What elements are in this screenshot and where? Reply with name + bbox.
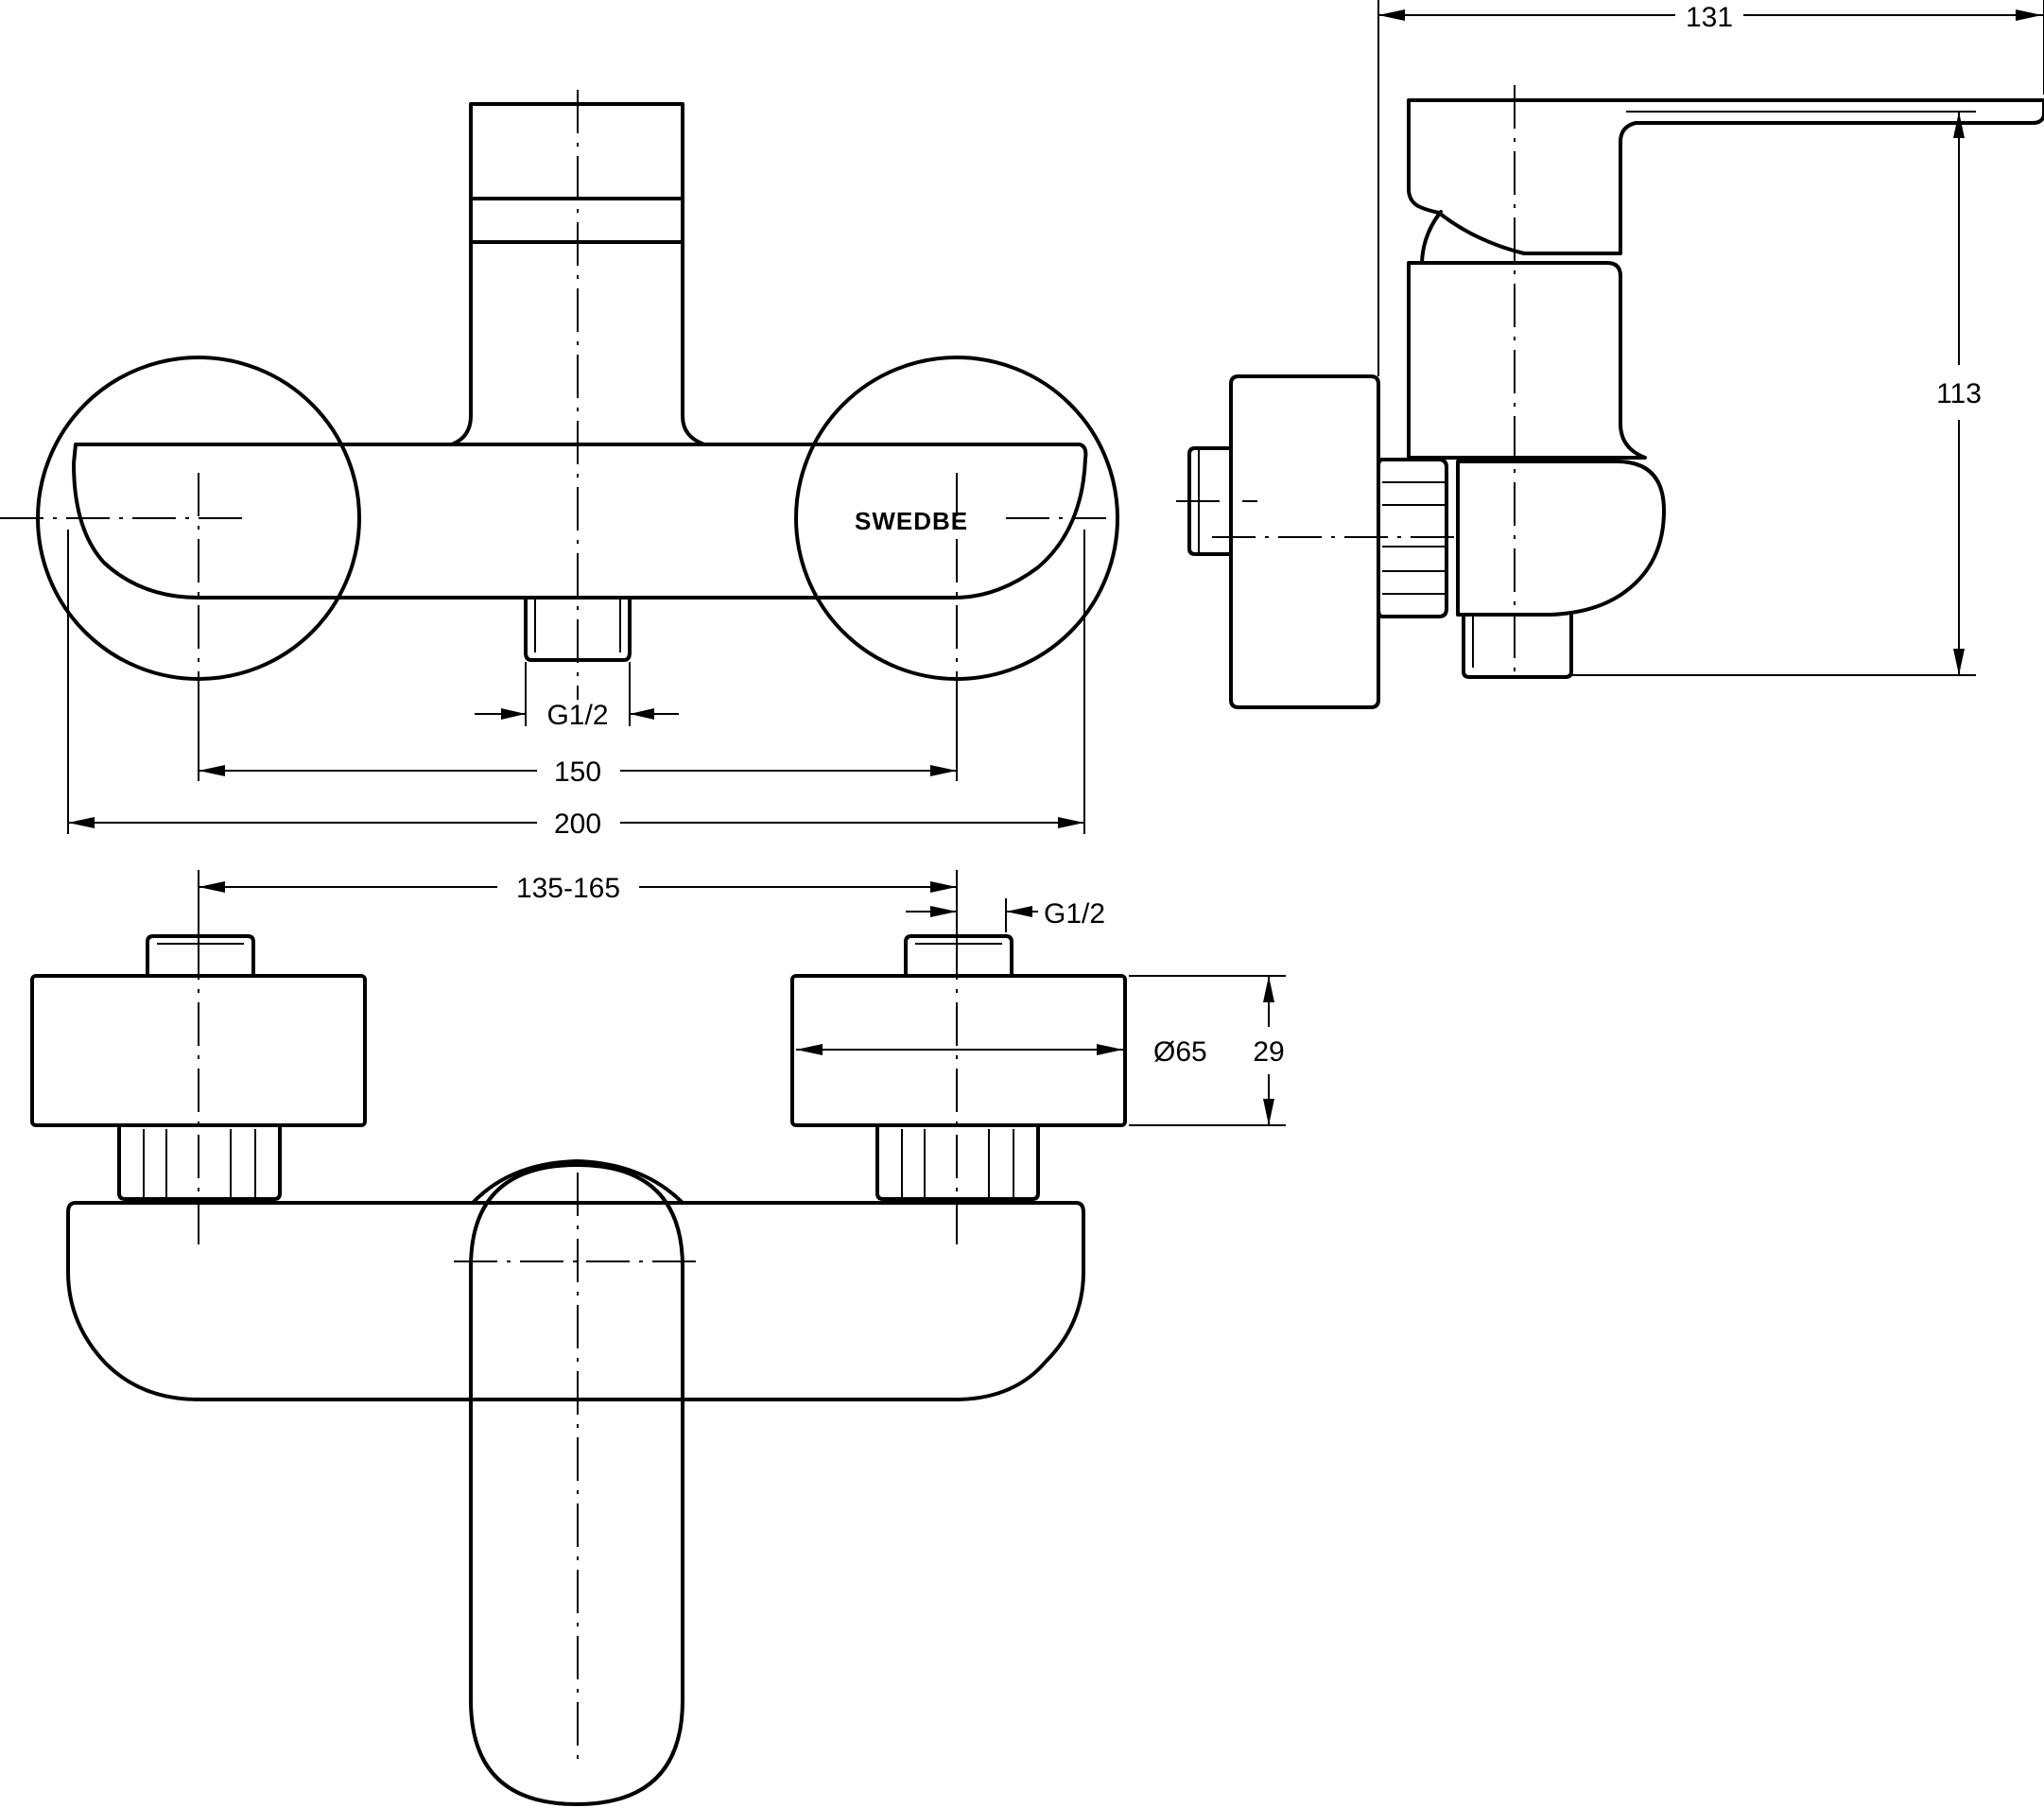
side-hex-nut — [1377, 458, 1448, 618]
dim-front-center-distance: 150 — [554, 756, 601, 788]
top-right-hex-nut — [875, 1125, 1040, 1201]
brand-label: SWEDBE — [855, 507, 968, 535]
side-cartridge-column — [1407, 261, 1647, 460]
top-left-hex-nut — [117, 1125, 282, 1201]
front-mixer-body — [72, 443, 1088, 600]
top-lever-handle — [469, 1163, 684, 1806]
side-rosette — [1229, 374, 1380, 709]
front-view: SWEDBE — [0, 90, 1119, 700]
top-right-thread-stub — [904, 934, 1013, 978]
dim-top-rosette-diameter: Ø65 — [1153, 1036, 1207, 1068]
dim-top-rosette-depth: 29 — [1253, 1036, 1284, 1068]
side-outlet-stub — [1462, 613, 1573, 679]
side-dimensions: 131 113 — [1377, 0, 2044, 676]
dim-front-overall-width: 200 — [554, 808, 601, 840]
dim-top-center-range: 135-165 — [516, 873, 620, 904]
side-mixer-body — [1456, 460, 1666, 617]
top-view — [30, 870, 1127, 1806]
top-left-thread-stub — [146, 934, 255, 978]
front-dimensions: G1/2 150 200 — [67, 530, 1085, 840]
side-view — [1176, 85, 2044, 709]
side-lever-handle — [1407, 98, 2044, 255]
dim-front-outlet-thread: G1/2 — [546, 700, 608, 731]
front-lever-handle — [450, 102, 706, 446]
dim-top-inlet-thread: G1/2 — [1044, 898, 1105, 930]
dim-side-depth: 131 — [1686, 2, 1733, 33]
top-mixer-body — [66, 1201, 1085, 1401]
top-dimensions: 135-165 G1/2 Ø65 29 — [198, 873, 1286, 1126]
dim-side-height: 113 — [1936, 378, 1982, 409]
